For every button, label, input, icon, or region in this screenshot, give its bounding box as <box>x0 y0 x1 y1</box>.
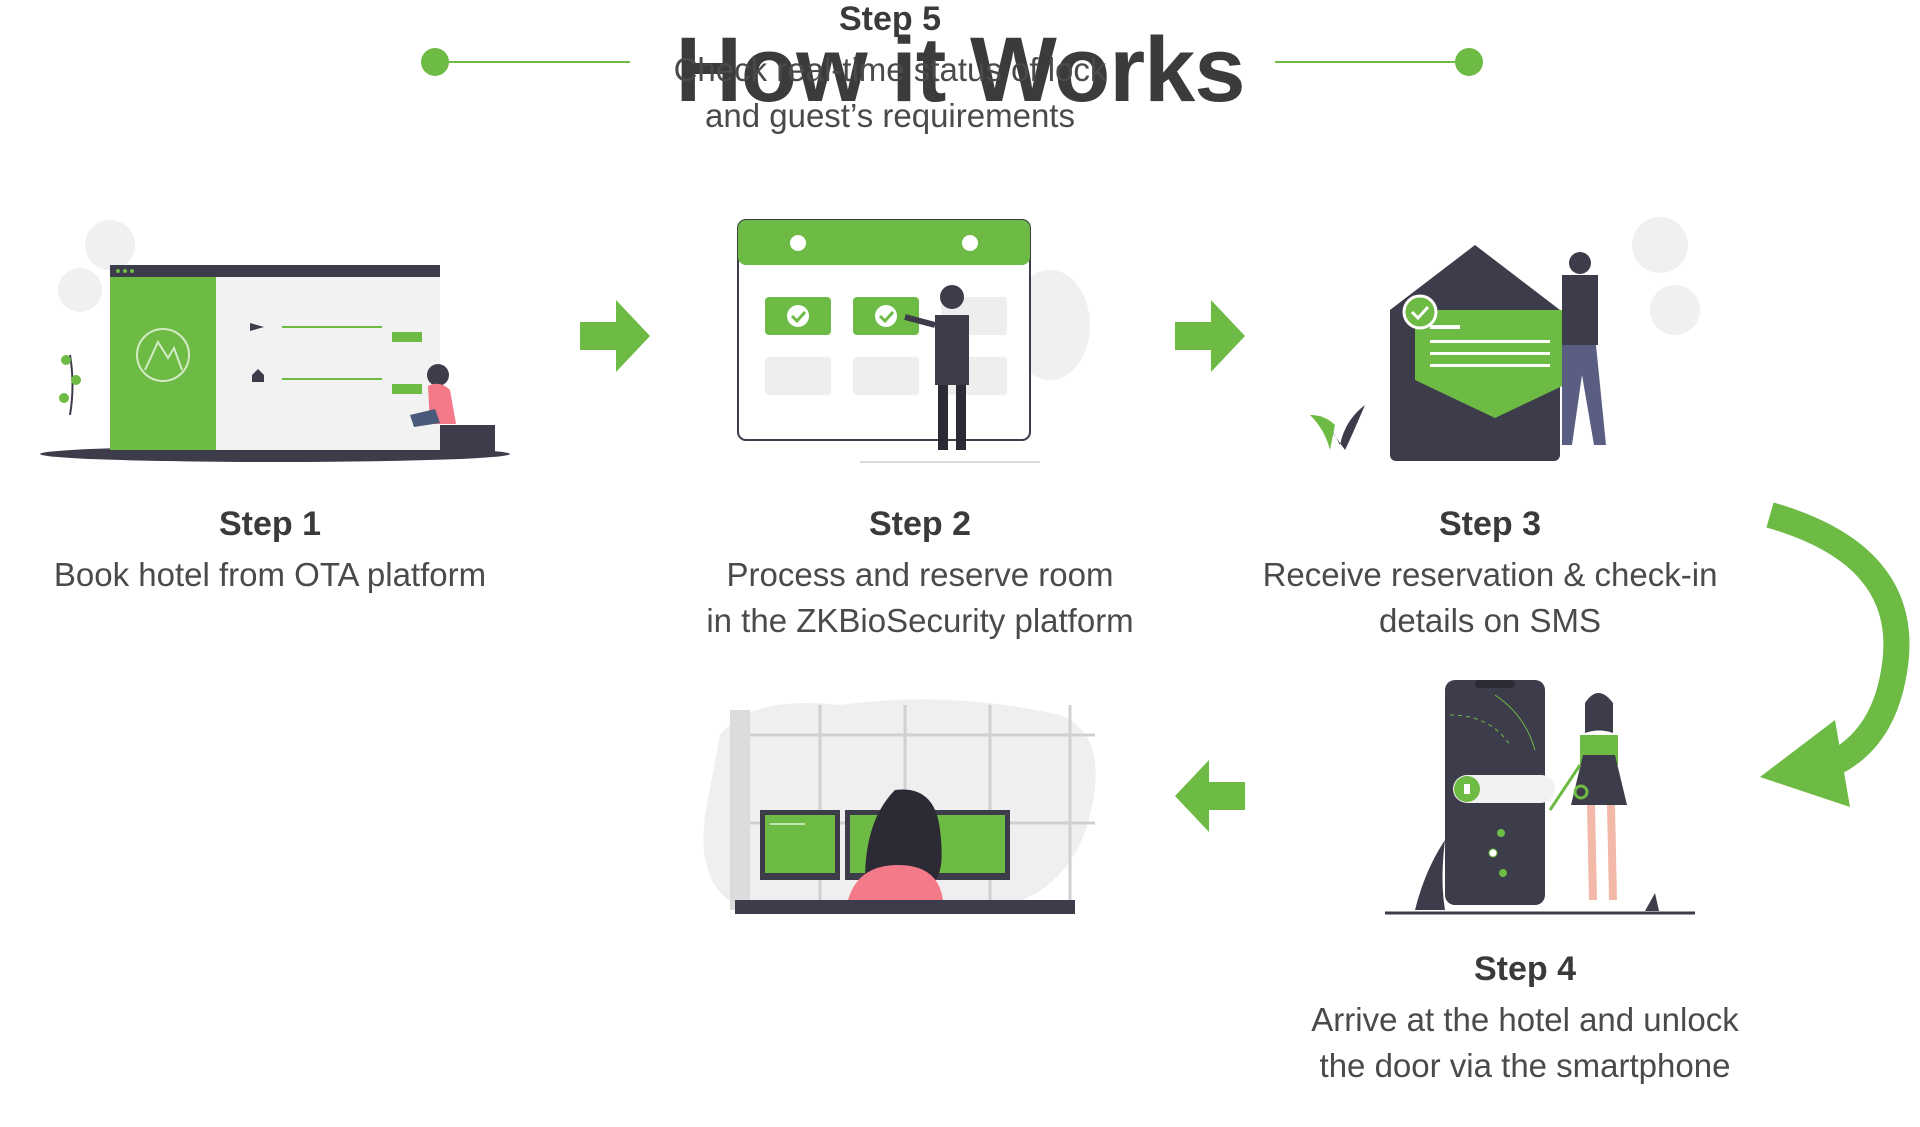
arrow-right-icon <box>580 300 650 372</box>
step-1-label: Step 1 <box>218 505 322 543</box>
step-4-desc-line-2: the door via the smartphone <box>1319 1047 1731 1084</box>
step-1-desc-line-1: Book hotel from OTA platform <box>53 556 487 593</box>
arrow-right-icon <box>1175 300 1245 372</box>
step-4: Step 4 Arrive at the hotel and unlock th… <box>1255 950 1795 1089</box>
arrow-left-icon <box>1175 760 1245 832</box>
step-2-desc-line-1: Process and reserve room <box>726 556 1114 593</box>
step-4-desc-line-1: Arrive at the hotel and unlock <box>1311 1001 1739 1038</box>
step-2: Step 2 Process and reserve room in the Z… <box>640 505 1200 644</box>
envelope-message-illustration <box>1310 217 1700 461</box>
title-left-line <box>440 61 630 63</box>
step-2-label: Step 2 <box>868 505 972 543</box>
monitoring-desk-illustration <box>703 699 1096 914</box>
step-4-label: Step 4 <box>1473 950 1577 988</box>
step-3-desc-line-2: details on SMS <box>1379 602 1601 639</box>
step-2-desc-line-2: in the ZKBioSecurity platform <box>706 602 1134 639</box>
step-1: Step 1 Book hotel from OTA platform <box>20 505 520 598</box>
calendar-checklist-illustration <box>737 219 1090 463</box>
step-5-desc-line-2: and guest’s requirements <box>705 97 1075 134</box>
step-5-label: Step 5 <box>838 0 942 38</box>
title-right-dot <box>1455 48 1483 76</box>
step-3-desc-line-1: Receive reservation & check-in <box>1262 556 1718 593</box>
curved-arrow-down-icon <box>1760 502 1910 807</box>
step-3-label: Step 3 <box>1438 505 1542 543</box>
title-right-line <box>1275 61 1465 63</box>
step-5-desc-line-1: Check real-time status of lock <box>673 51 1107 88</box>
smartphone-door-unlock-illustration <box>1385 680 1695 915</box>
step-5: Step 5 Check real-time status of lock an… <box>620 0 1160 139</box>
page-title: How it Works <box>675 19 1245 121</box>
step-3: Step 3 Receive reservation & check-in de… <box>1220 505 1760 644</box>
booking-browser-illustration <box>40 220 510 462</box>
